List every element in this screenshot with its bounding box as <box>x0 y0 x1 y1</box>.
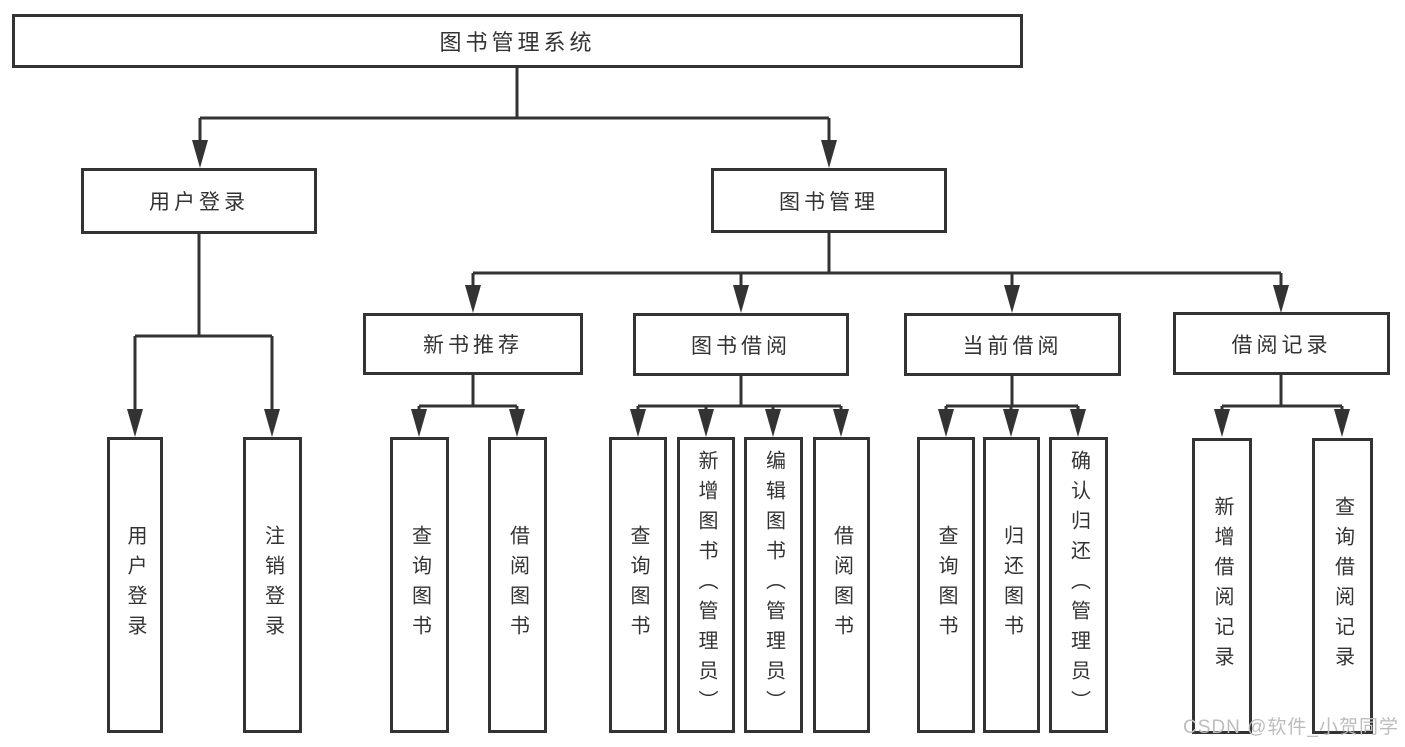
leaf-user-login: 用户登录 <box>107 437 163 733</box>
node-user-login: 用户登录 <box>81 168 317 234</box>
leaf-logout: 注销登录 <box>243 437 302 733</box>
leaf-add-book-admin: 新增图书（管理员） <box>677 437 735 733</box>
node-library-system: 图书管理系统 <box>12 14 1023 68</box>
leaf-search-books-current: 查询图书 <box>917 437 975 733</box>
watermark: CSDN @软件_小贺同学 <box>1183 717 1399 738</box>
node-current-borrow: 当前借阅 <box>904 313 1121 376</box>
leaf-return-book: 归还图书 <box>983 437 1040 733</box>
leaf-add-borrow-record: 新增借阅记录 <box>1192 438 1252 734</box>
arrowheads <box>127 140 1350 437</box>
node-book-management: 图书管理 <box>711 168 947 233</box>
node-book-borrow: 图书借阅 <box>633 313 849 376</box>
node-new-book-recommend: 新书推荐 <box>363 313 583 375</box>
leaf-search-books-borrow: 查询图书 <box>609 437 667 733</box>
node-borrow-records: 借阅记录 <box>1173 312 1390 375</box>
leaf-search-books-recommend: 查询图书 <box>390 437 449 733</box>
leaf-borrow-books: 借阅图书 <box>813 437 870 733</box>
leaf-search-borrow-record: 查询借阅记录 <box>1312 438 1373 734</box>
leaf-confirm-return-admin: 确认归还（管理员） <box>1049 437 1108 733</box>
leaf-edit-book-admin: 编辑图书（管理员） <box>744 437 803 733</box>
leaf-borrow-books-recommend: 借阅图书 <box>488 437 547 733</box>
